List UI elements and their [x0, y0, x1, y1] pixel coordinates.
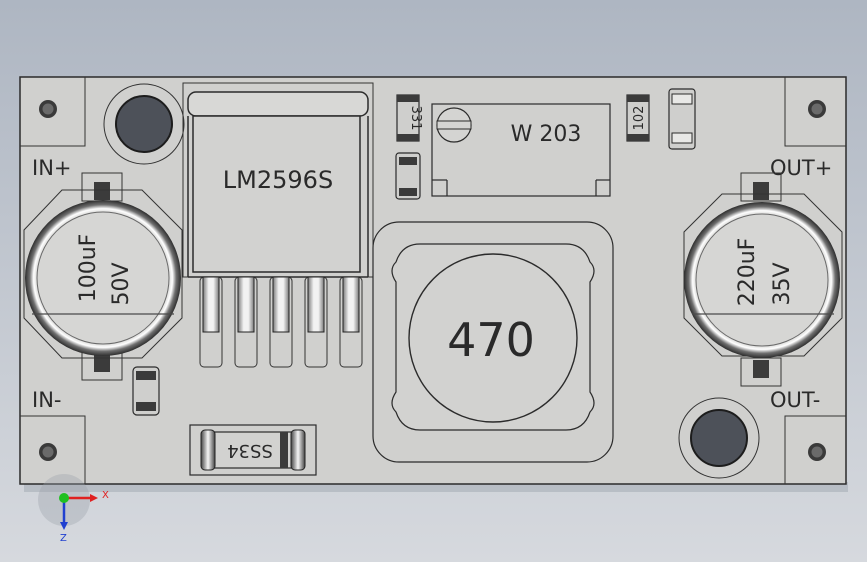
out-minus-label: OUT- [770, 388, 820, 412]
resistor-331-label: 331 [408, 106, 423, 131]
mount-pad-bottom-right [784, 415, 846, 484]
inductor[interactable]: 470 [372, 221, 614, 463]
output-capacitor-voltage: 35V [770, 262, 795, 305]
z-axis-label: Z [60, 533, 67, 544]
input-capacitor-value: 100uF [76, 234, 101, 303]
inductor-label: 470 [447, 313, 535, 367]
y-axis-dot [59, 493, 69, 503]
smd-capacitor-top-right[interactable] [668, 88, 696, 150]
mounting-hole-bottom [678, 397, 760, 479]
out-plus-label: OUT+ [770, 156, 832, 180]
regulator-ic-leads [199, 276, 363, 368]
in-minus-label: IN- [32, 388, 61, 412]
resistor-102-label: 102 [632, 106, 647, 131]
potentiometer-adjust-screw[interactable] [436, 107, 472, 143]
input-capacitor-voltage: 50V [109, 262, 134, 305]
resistor-102[interactable]: 102 [626, 94, 650, 142]
resistor-331[interactable]: 331 [396, 94, 423, 142]
mounting-hole-top [103, 83, 185, 165]
regulator-ic-label: LM2596S [223, 166, 333, 194]
x-axis-label: X [102, 490, 109, 501]
smd-capacitor-bottom-left[interactable] [132, 366, 160, 416]
mount-pad-top-right [784, 77, 846, 147]
mount-pad-top-left [20, 77, 86, 147]
regulator-ic[interactable]: LM2596S [182, 82, 374, 368]
potentiometer-label: W 203 [511, 122, 582, 147]
mount-pad-bottom-left [20, 415, 86, 484]
output-capacitor[interactable]: 220uF 35V [683, 172, 843, 387]
coordinate-triad[interactable]: X Z [38, 474, 109, 544]
pcb-board[interactable]: IN+ IN- OUT+ OUT- LM2596S [19, 76, 847, 485]
potentiometer[interactable]: W 203 [431, 103, 611, 197]
diode-label: SS34 [227, 440, 273, 461]
schottky-diode[interactable]: SS34 [189, 424, 317, 476]
board-shadow [24, 482, 848, 492]
input-capacitor[interactable]: 100uF 50V [23, 172, 183, 381]
output-capacitor-value: 220uF [735, 238, 760, 307]
smd-capacitor-small[interactable] [395, 152, 421, 200]
in-plus-label: IN+ [32, 156, 72, 180]
